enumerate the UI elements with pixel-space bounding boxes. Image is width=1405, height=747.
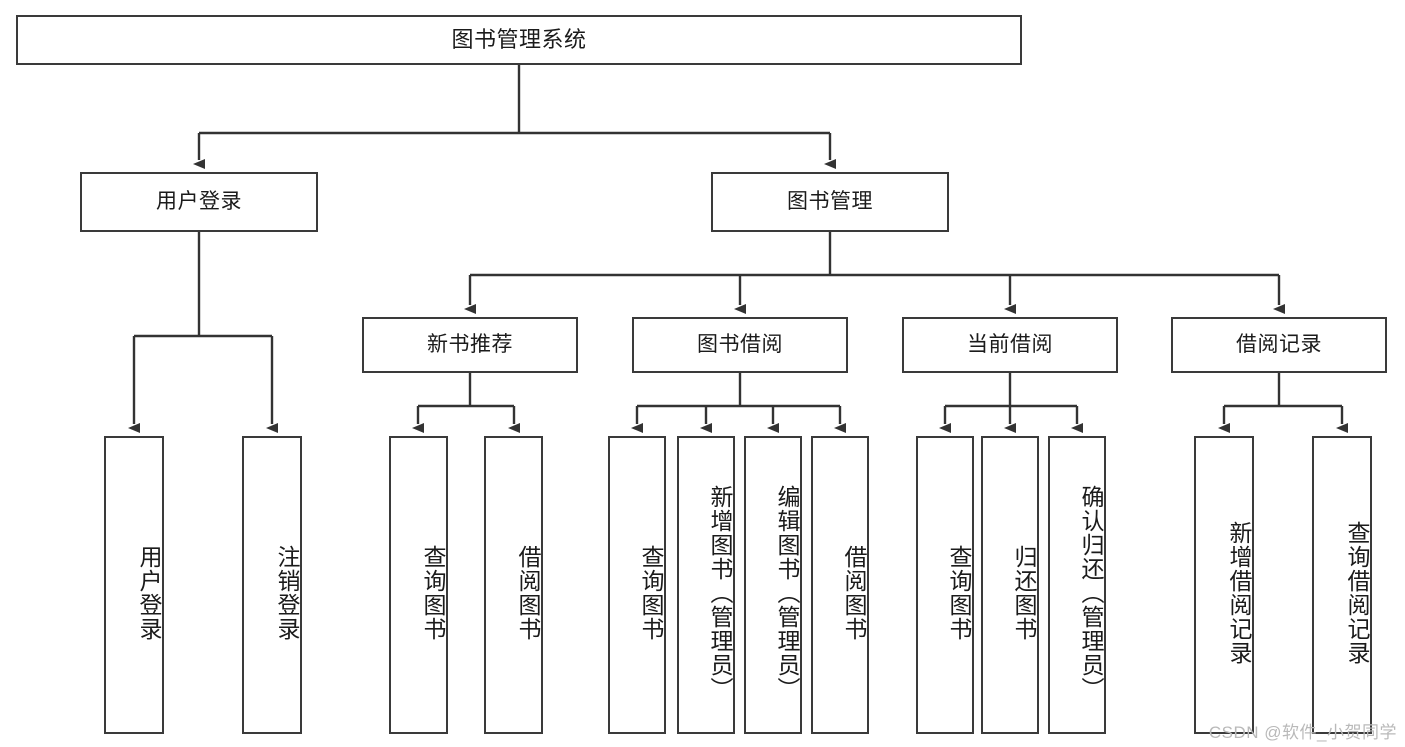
node-leaf-logout-login[interactable]: 注销登录 (242, 436, 302, 734)
node-borrow-record[interactable]: 借阅记录 (1171, 317, 1387, 373)
node-leaf-add-book-label: 新增图书（管理员） (707, 485, 733, 701)
node-leaf-add-record[interactable]: 新增借阅记录 (1194, 436, 1254, 734)
node-leaf-borrow-book-2-label: 借阅图书 (841, 545, 867, 641)
node-leaf-return-book-label: 归还图书 (1011, 545, 1037, 641)
node-leaf-query-book-1[interactable]: 查询图书 (389, 436, 448, 734)
node-book-borrow[interactable]: 图书借阅 (632, 317, 848, 373)
node-user-login[interactable]: 用户登录 (80, 172, 318, 232)
node-book-borrow-label: 图书借阅 (697, 333, 783, 357)
node-leaf-query-book-3[interactable]: 查询图书 (916, 436, 974, 734)
node-leaf-confirm-return-label: 确认归还（管理员） (1078, 485, 1104, 701)
node-leaf-edit-book-label: 编辑图书（管理员） (774, 485, 800, 701)
node-leaf-query-book-2-label: 查询图书 (638, 545, 664, 641)
node-leaf-add-book[interactable]: 新增图书（管理员） (677, 436, 735, 734)
node-root-label: 图书管理系统 (451, 26, 587, 52)
node-current-borrow-label: 当前借阅 (967, 333, 1053, 357)
node-leaf-query-book-1-label: 查询图书 (420, 545, 446, 641)
node-leaf-return-book[interactable]: 归还图书 (981, 436, 1039, 734)
node-leaf-borrow-book-1[interactable]: 借阅图书 (484, 436, 543, 734)
node-leaf-logout-login-label: 注销登录 (274, 545, 300, 641)
node-root[interactable]: 图书管理系统 (16, 15, 1022, 65)
node-leaf-edit-book[interactable]: 编辑图书（管理员） (744, 436, 802, 734)
node-leaf-borrow-book-1-label: 借阅图书 (515, 545, 541, 641)
node-leaf-query-record[interactable]: 查询借阅记录 (1312, 436, 1372, 734)
node-borrow-record-label: 借阅记录 (1236, 333, 1322, 357)
node-new-book-rec[interactable]: 新书推荐 (362, 317, 578, 373)
node-leaf-query-book-3-label: 查询图书 (946, 545, 972, 641)
node-book-manage-label: 图书管理 (787, 190, 873, 214)
node-leaf-user-login[interactable]: 用户登录 (104, 436, 164, 734)
node-current-borrow[interactable]: 当前借阅 (902, 317, 1118, 373)
node-leaf-user-login-label: 用户登录 (136, 545, 162, 641)
node-leaf-borrow-book-2[interactable]: 借阅图书 (811, 436, 869, 734)
watermark: CSDN @软件_小贺同学 (1208, 723, 1397, 742)
node-user-login-label: 用户登录 (156, 190, 242, 214)
node-leaf-query-record-label: 查询借阅记录 (1344, 521, 1370, 665)
node-leaf-confirm-return[interactable]: 确认归还（管理员） (1048, 436, 1106, 734)
node-book-manage[interactable]: 图书管理 (711, 172, 949, 232)
node-leaf-add-record-label: 新增借阅记录 (1226, 521, 1252, 665)
node-leaf-query-book-2[interactable]: 查询图书 (608, 436, 666, 734)
node-new-book-rec-label: 新书推荐 (427, 333, 513, 357)
